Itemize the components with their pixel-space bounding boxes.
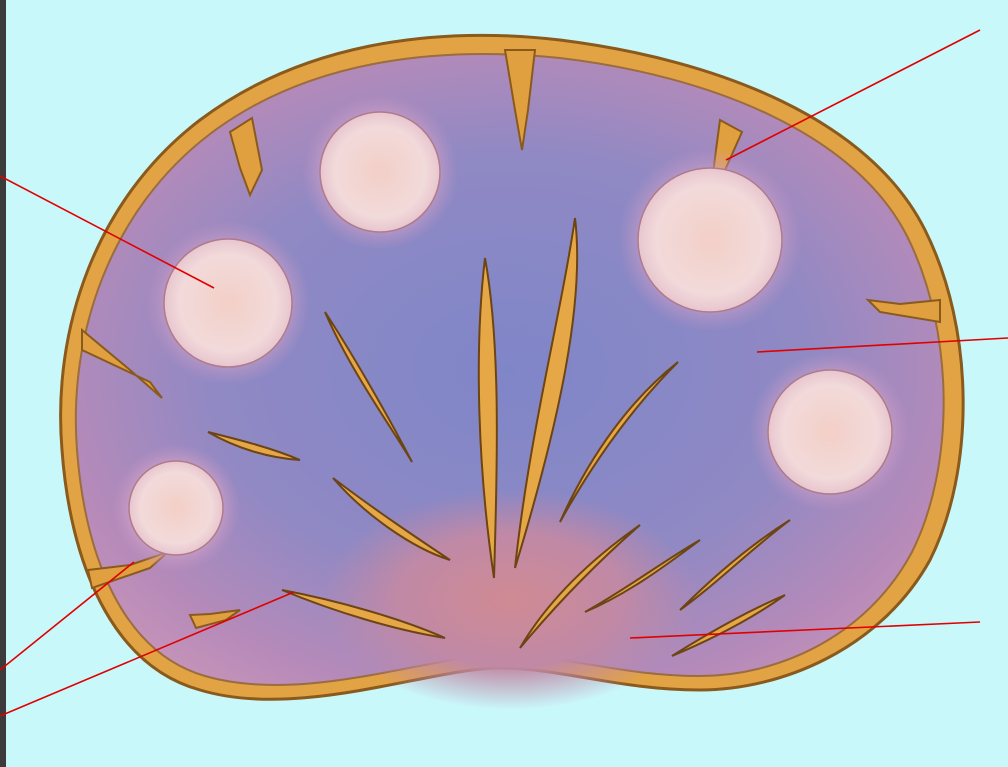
hilum-region [320,490,700,710]
